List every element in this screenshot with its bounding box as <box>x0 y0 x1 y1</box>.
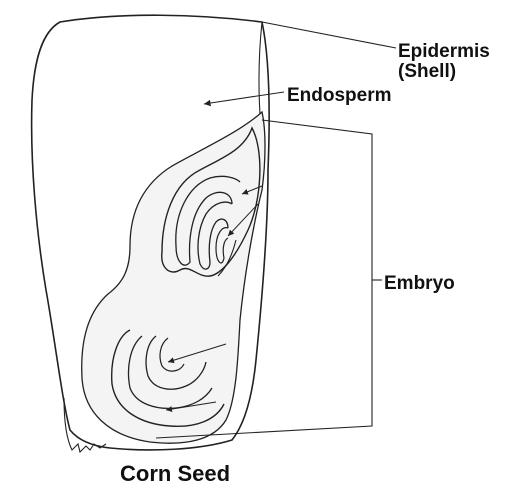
shell-label: (Shell) <box>398 62 456 81</box>
diagram-title: Corn Seed <box>120 463 230 485</box>
endosperm-label: Endosperm <box>287 86 392 105</box>
epidermis-leader-line <box>262 22 396 48</box>
epidermis-label: Epidermis <box>398 42 490 61</box>
embryo-label: Embryo <box>384 274 455 293</box>
